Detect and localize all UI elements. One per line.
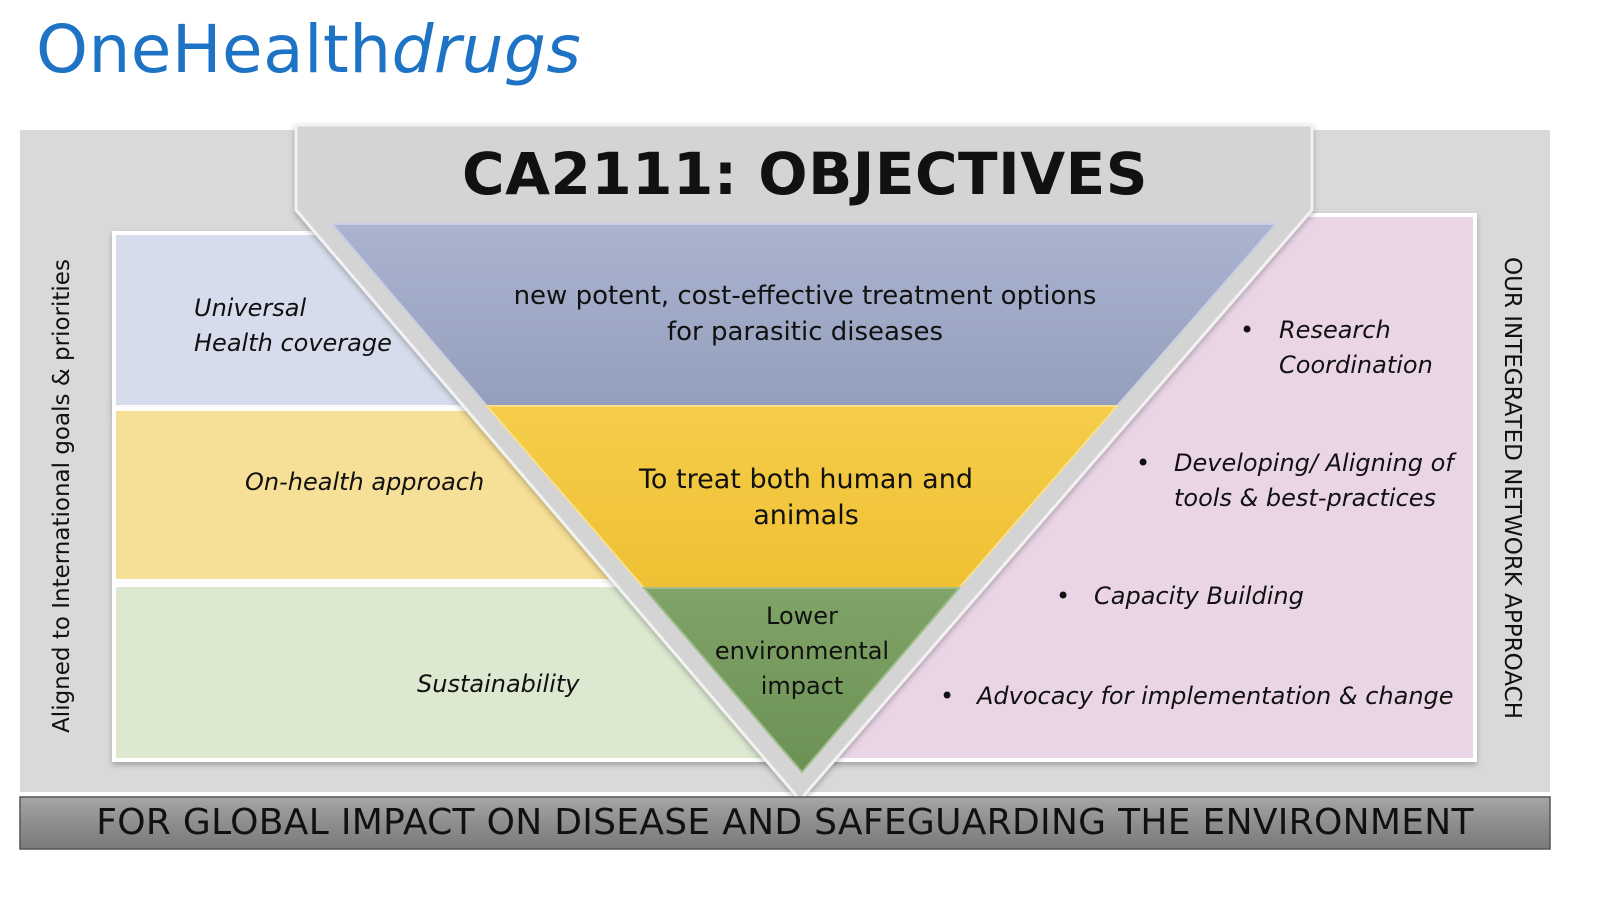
- bullet-developing: •: [1136, 449, 1151, 477]
- left-vertical-label: Aligned to International goals & priorit…: [49, 259, 75, 733]
- brand-suffix: drugs: [391, 11, 582, 88]
- pyramid-layer-environment: [641, 587, 962, 774]
- pyramid-text-treatment: new potent, cost-effective treatment opt…: [513, 281, 1097, 347]
- network-item-developing: Developing/ Aligning of tools & best-pra…: [1174, 449, 1454, 512]
- bullet-capacity: •: [1056, 582, 1071, 610]
- network-item-capacity: Capacity Building: [1094, 582, 1304, 610]
- label-universal-health: Universal Health coverage: [194, 294, 392, 357]
- label-one-health: On-health approach: [245, 468, 485, 496]
- network-item-research: Research Coordination: [1279, 316, 1433, 379]
- brand-name: OneHealth: [36, 11, 392, 88]
- bullet-advocacy: •: [940, 682, 955, 710]
- bullet-research: •: [1240, 316, 1255, 344]
- right-vertical-label: OUR INTEGRATED NETWORK APPROACH: [1499, 256, 1525, 720]
- pyramid-text-environment: Lower environmental impact: [714, 602, 890, 700]
- label-sustainability: Sustainability: [417, 670, 580, 698]
- pyramid-text-human-animal: To treat both human and animals: [639, 464, 973, 531]
- brand-logo: OneHealthdrugs: [36, 11, 582, 88]
- footer-text: FOR GLOBAL IMPACT ON DISEASE AND SAFEGUA…: [96, 802, 1474, 843]
- diagram-title: CA2111: OBJECTIVES: [462, 140, 1148, 208]
- network-item-advocacy: Advocacy for implementation & change: [977, 682, 1454, 710]
- footer-bar: [19, 796, 1551, 850]
